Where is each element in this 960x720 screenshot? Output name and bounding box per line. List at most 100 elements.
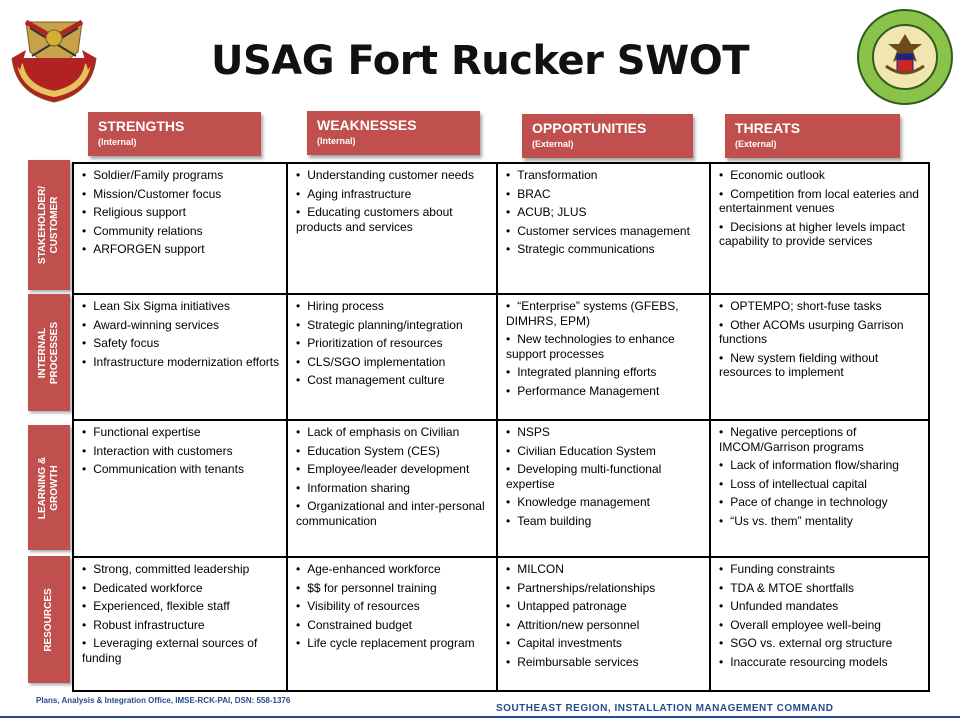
strengths-cell: Functional expertiseInteraction with cus… xyxy=(72,419,288,558)
list-item: Strategic communications xyxy=(506,242,703,257)
strengths-cell: Lean Six Sigma initiativesAward-winning … xyxy=(72,293,288,421)
row-label-stakeholder-customer: STAKEHOLDER/ CUSTOMER xyxy=(28,160,70,290)
list-item: Competition from local eateries and ente… xyxy=(719,187,922,216)
list-item: Strong, committed leadership xyxy=(82,562,280,577)
swot-row: Lean Six Sigma initiativesAward-winning … xyxy=(72,293,930,421)
list-item: Dedicated workforce xyxy=(82,581,280,596)
list-item: Economic outlook xyxy=(719,168,922,183)
list-item: MILCON xyxy=(506,562,703,577)
list-item: “Enterprise” systems (GFEBS, DIMHRS, EPM… xyxy=(506,299,703,328)
swot-row: Functional expertiseInteraction with cus… xyxy=(72,419,930,558)
weaknesses-header: WEAKNESSES (Internal) xyxy=(307,111,480,155)
opportunities-cell: “Enterprise” systems (GFEBS, DIMHRS, EPM… xyxy=(496,293,711,421)
weaknesses-cell: Hiring processStrategic planning/integra… xyxy=(286,293,498,421)
list-item: Team building xyxy=(506,514,703,529)
opportunities-header: OPPORTUNITIES (External) xyxy=(522,114,693,158)
footer-divider xyxy=(0,716,960,718)
list-item: Safety focus xyxy=(82,336,280,351)
bullet-list: Soldier/Family programsMission/Customer … xyxy=(82,168,280,257)
bullet-list: Understanding customer needsAging infras… xyxy=(296,168,490,234)
strengths-cell: Strong, committed leadershipDedicated wo… xyxy=(72,556,288,692)
page-title: USAG Fort Rucker SWOT xyxy=(211,38,749,84)
opportunities-cell: NSPSCivilian Education SystemDeveloping … xyxy=(496,419,711,558)
list-item: Lean Six Sigma initiatives xyxy=(82,299,280,314)
strengths-cell: Soldier/Family programsMission/Customer … xyxy=(72,162,288,295)
list-item: Constrained budget xyxy=(296,618,490,633)
list-item: Organizational and inter-personal commun… xyxy=(296,499,490,528)
list-item: Experienced, flexible staff xyxy=(82,599,280,614)
footer-command: SOUTHEAST REGION, INSTALLATION MANAGEMEN… xyxy=(496,703,834,714)
list-item: Knowledge management xyxy=(506,495,703,510)
list-item: Pace of change in technology xyxy=(719,495,922,510)
weaknesses-cell: Understanding customer needsAging infras… xyxy=(286,162,498,295)
list-item: Attrition/new personnel xyxy=(506,618,703,633)
list-item: Mission/Customer focus xyxy=(82,187,280,202)
bullet-list: “Enterprise” systems (GFEBS, DIMHRS, EPM… xyxy=(506,299,703,398)
list-item: NSPS xyxy=(506,425,703,440)
threats-cell: Economic outlookCompetition from local e… xyxy=(709,162,930,295)
bullet-list: Economic outlookCompetition from local e… xyxy=(719,168,922,249)
swot-row: Strong, committed leadershipDedicated wo… xyxy=(72,556,930,692)
list-item: Other ACOMs usurping Garrison functions xyxy=(719,318,922,347)
list-item: Partnerships/relationships xyxy=(506,581,703,596)
list-item: Cost management culture xyxy=(296,373,490,388)
swot-row: Soldier/Family programsMission/Customer … xyxy=(72,162,930,295)
list-item: TDA & MTOE shortfalls xyxy=(719,581,922,596)
threats-header: THREATS (External) xyxy=(725,114,900,158)
list-item: ACUB; JLUS xyxy=(506,205,703,220)
bullet-list: Strong, committed leadershipDedicated wo… xyxy=(82,562,280,665)
swot-table: Soldier/Family programsMission/Customer … xyxy=(72,162,930,692)
bullet-list: Funding constraintsTDA & MTOE shortfalls… xyxy=(719,562,922,669)
list-item: Civilian Education System xyxy=(506,444,703,459)
weaknesses-sublabel: (Internal) xyxy=(317,136,356,146)
list-item: Soldier/Family programs xyxy=(82,168,280,183)
army-installation-insignia-icon xyxy=(11,19,97,103)
row-label-text: RESOURCES xyxy=(43,587,54,652)
opportunities-sublabel: (External) xyxy=(532,139,574,149)
list-item: Community relations xyxy=(82,224,280,239)
threats-sublabel: (External) xyxy=(735,139,777,149)
list-item: Education System (CES) xyxy=(296,444,490,459)
threats-cell: OPTEMPO; short-fuse tasksOther ACOMs usu… xyxy=(709,293,930,421)
list-item: “Us vs. them” mentality xyxy=(719,514,922,529)
bullet-list: OPTEMPO; short-fuse tasksOther ACOMs usu… xyxy=(719,299,922,380)
opportunities-label: OPPORTUNITIES xyxy=(532,120,647,136)
list-item: Life cycle replacement program xyxy=(296,636,490,651)
threats-label: THREATS xyxy=(735,120,801,136)
footer-office: Plans, Analysis & Integration Office, IM… xyxy=(36,696,291,705)
strengths-sublabel: (Internal) xyxy=(98,137,137,147)
bullet-list: MILCON Partnerships/relationshipsUntapped… xyxy=(506,562,703,669)
bullet-list: Hiring processStrategic planning/integra… xyxy=(296,299,490,388)
list-item: Robust infrastructure xyxy=(82,618,280,633)
list-item: Educating customers about products and s… xyxy=(296,205,490,234)
list-item: $$ for personnel training xyxy=(296,581,490,596)
list-item: Religious support xyxy=(82,205,280,220)
list-item: SGO vs. external org structure xyxy=(719,636,922,651)
row-label-internal-processes: INTERNAL PROCESSES xyxy=(28,294,70,411)
list-item: Untapped patronage xyxy=(506,599,703,614)
list-item: Visibility of resources xyxy=(296,599,490,614)
list-item: Negative perceptions of IMCOM/Garrison p… xyxy=(719,425,922,454)
row-label-resources: RESOURCES xyxy=(28,556,70,683)
list-item: Infrastructure modernization efforts xyxy=(82,355,280,370)
list-item: ARFORGEN support xyxy=(82,242,280,257)
list-item: Leveraging external sources of funding xyxy=(82,636,280,665)
bullet-list: Negative perceptions of IMCOM/Garrison p… xyxy=(719,425,922,528)
weaknesses-cell: Age-enhanced workforce $$ for personnel t… xyxy=(286,556,498,692)
list-item: Prioritization of resources xyxy=(296,336,490,351)
list-item: Aging infrastructure xyxy=(296,187,490,202)
list-item: Performance Management xyxy=(506,384,703,399)
strengths-header: STRENGTHS (Internal) xyxy=(88,112,261,156)
threats-cell: Funding constraintsTDA & MTOE shortfalls… xyxy=(709,556,930,692)
list-item: Age-enhanced workforce xyxy=(296,562,490,577)
list-item: Hiring process xyxy=(296,299,490,314)
list-item: Understanding customer needs xyxy=(296,168,490,183)
strengths-label: STRENGTHS xyxy=(98,118,185,134)
list-item: OPTEMPO; short-fuse tasks xyxy=(719,299,922,314)
row-label-text: LEARNING & GROWTH xyxy=(37,456,60,519)
bullet-list: Lean Six Sigma initiativesAward-winning … xyxy=(82,299,280,369)
opportunities-cell: MILCON Partnerships/relationshipsUntapped… xyxy=(496,556,711,692)
list-item: Overall employee well-being xyxy=(719,618,922,633)
list-item: Transformation xyxy=(506,168,703,183)
